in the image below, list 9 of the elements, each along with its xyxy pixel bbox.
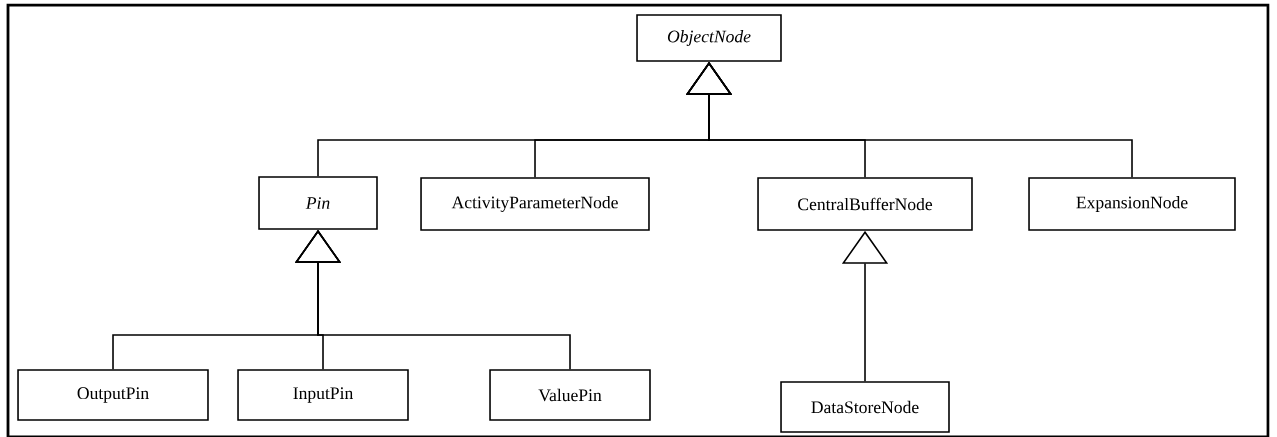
class-box: ValuePin <box>489 369 651 421</box>
class-box: ExpansionNode <box>1028 177 1236 231</box>
class-box: InputPin <box>237 369 409 421</box>
class-box: ActivityParameterNode <box>420 177 650 231</box>
class-box: OutputPin <box>17 369 209 421</box>
class-box: Pin <box>258 176 378 230</box>
class-box: CentralBufferNode <box>757 177 973 231</box>
class-box: ObjectNode <box>636 14 782 62</box>
class-box: DataStoreNode <box>780 381 950 433</box>
